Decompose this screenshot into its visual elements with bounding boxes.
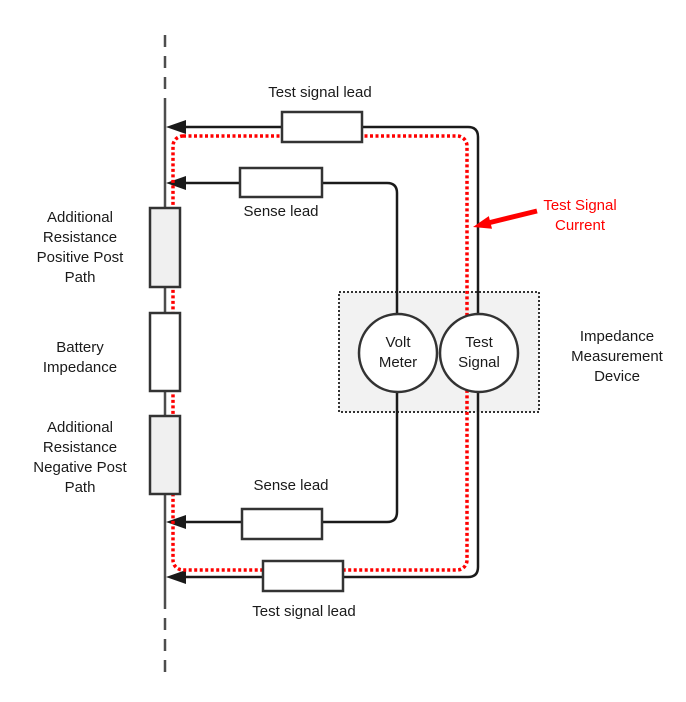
test-signal-lead-wire-bottom	[178, 390, 480, 579]
label-volt-meter: Volt Meter	[378, 334, 418, 371]
label-impedance-measurement-device: Impedance Measurement Device	[571, 328, 663, 385]
label-negative-post-path: Additional Resistance Negative Post Path	[33, 419, 127, 496]
arrowhead-bottom-test-lead	[166, 570, 186, 584]
test-signal-current-arrow-shaft	[487, 208, 538, 226]
arrowhead-bottom-sense-lead	[166, 515, 186, 529]
test-signal-circle	[438, 312, 520, 394]
label-test-signal: Test Signal	[458, 334, 500, 371]
test-signal-current-arrow-head	[473, 216, 492, 229]
resistor-test-signal-lead-bottom	[261, 559, 345, 593]
label-sense-lead-bottom: Sense lead	[253, 477, 329, 494]
resistor-sense-lead-top	[238, 166, 324, 199]
arrowhead-top-sense-lead	[166, 176, 186, 190]
test-signal-lead-wire-top	[178, 125, 480, 316]
label-battery-impedance: Battery Impedance	[42, 339, 118, 376]
volt-meter-circle	[357, 312, 439, 394]
arrowhead-top-test-lead	[166, 120, 186, 134]
resistor-sense-lead-bottom	[240, 507, 324, 541]
label-sense-lead-top: Sense lead	[243, 203, 319, 220]
resistor-positive-post-path	[148, 206, 182, 289]
resistor-battery-impedance	[148, 311, 182, 393]
sense-lead-wire-bottom	[178, 390, 399, 524]
sense-lead-wire-top	[178, 181, 399, 316]
label-test-signal-lead-bottom: Test signal lead	[252, 603, 356, 620]
resistor-negative-post-path	[148, 414, 182, 496]
resistor-test-signal-lead-top	[280, 110, 364, 144]
label-test-signal-current: Test Signal Current	[543, 197, 617, 234]
label-test-signal-lead-top: Test signal lead	[268, 84, 372, 101]
label-positive-post-path: Additional Resistance Positive Post Path	[36, 209, 124, 286]
